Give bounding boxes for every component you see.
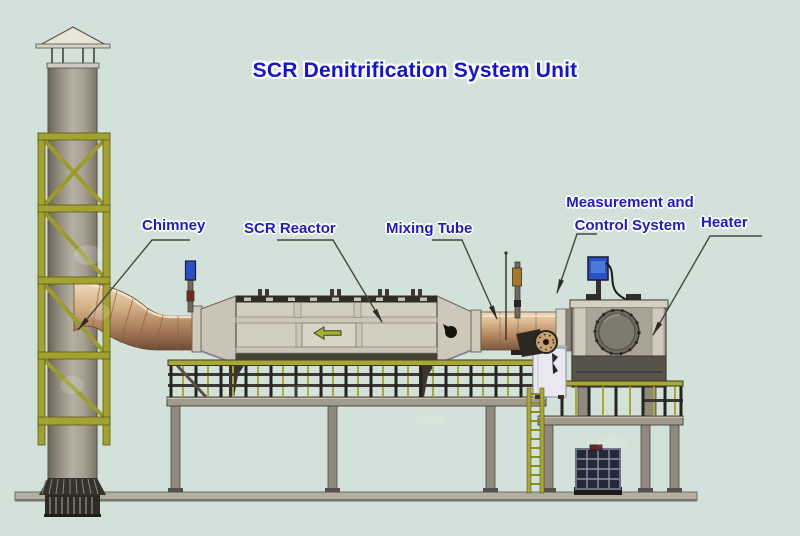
label-chimney: Chimney (142, 217, 206, 234)
leader-line-mixing-tube (432, 239, 498, 320)
label-measurement-control: Measurement and Control System (540, 191, 720, 237)
reactor-support-bracket (229, 364, 245, 397)
flow-direction-arrow-icon (313, 326, 342, 340)
leader-line-chimney (77, 239, 190, 331)
ibc-tote-tank (574, 444, 622, 495)
control-cable (605, 262, 630, 302)
outlet-flange (470, 309, 482, 353)
label-measurement-line2: Control System (574, 217, 686, 234)
reactor-support-bracket (419, 364, 435, 397)
blower-unit (511, 329, 558, 357)
label-scr-reactor: SCR Reactor (244, 220, 336, 237)
leader-lines (77, 233, 762, 336)
label-mixing-tube: Mixing Tube (386, 220, 473, 237)
reactor-sensor-post (184, 260, 197, 313)
mixing-tube-sensor-post (504, 251, 522, 340)
cabinet-marking (552, 353, 558, 374)
leader-line-scr-reactor (277, 239, 383, 323)
main-platform-railing (167, 359, 547, 399)
watermark-smudges (60, 245, 628, 449)
control-box-pole (596, 277, 601, 301)
heater-control-box (587, 256, 609, 281)
label-heater: Heater (701, 214, 748, 231)
ground-line (14, 491, 698, 502)
heater (569, 256, 669, 388)
page-title: SCR Denitrification System Unit (252, 59, 578, 82)
chimney-rain-cap-icon (35, 26, 111, 69)
heater-flange (593, 308, 641, 356)
chimney-base (39, 478, 106, 517)
lifting-lugs (258, 289, 422, 296)
label-measurement-line1: Measurement and (566, 194, 694, 211)
chimney-truss-tower (37, 132, 111, 446)
leader-line-measurement (556, 233, 597, 295)
leader-line-heater (652, 235, 762, 336)
access-ladder (526, 387, 545, 494)
scr-reactor (191, 289, 482, 397)
main-platform (166, 396, 547, 493)
